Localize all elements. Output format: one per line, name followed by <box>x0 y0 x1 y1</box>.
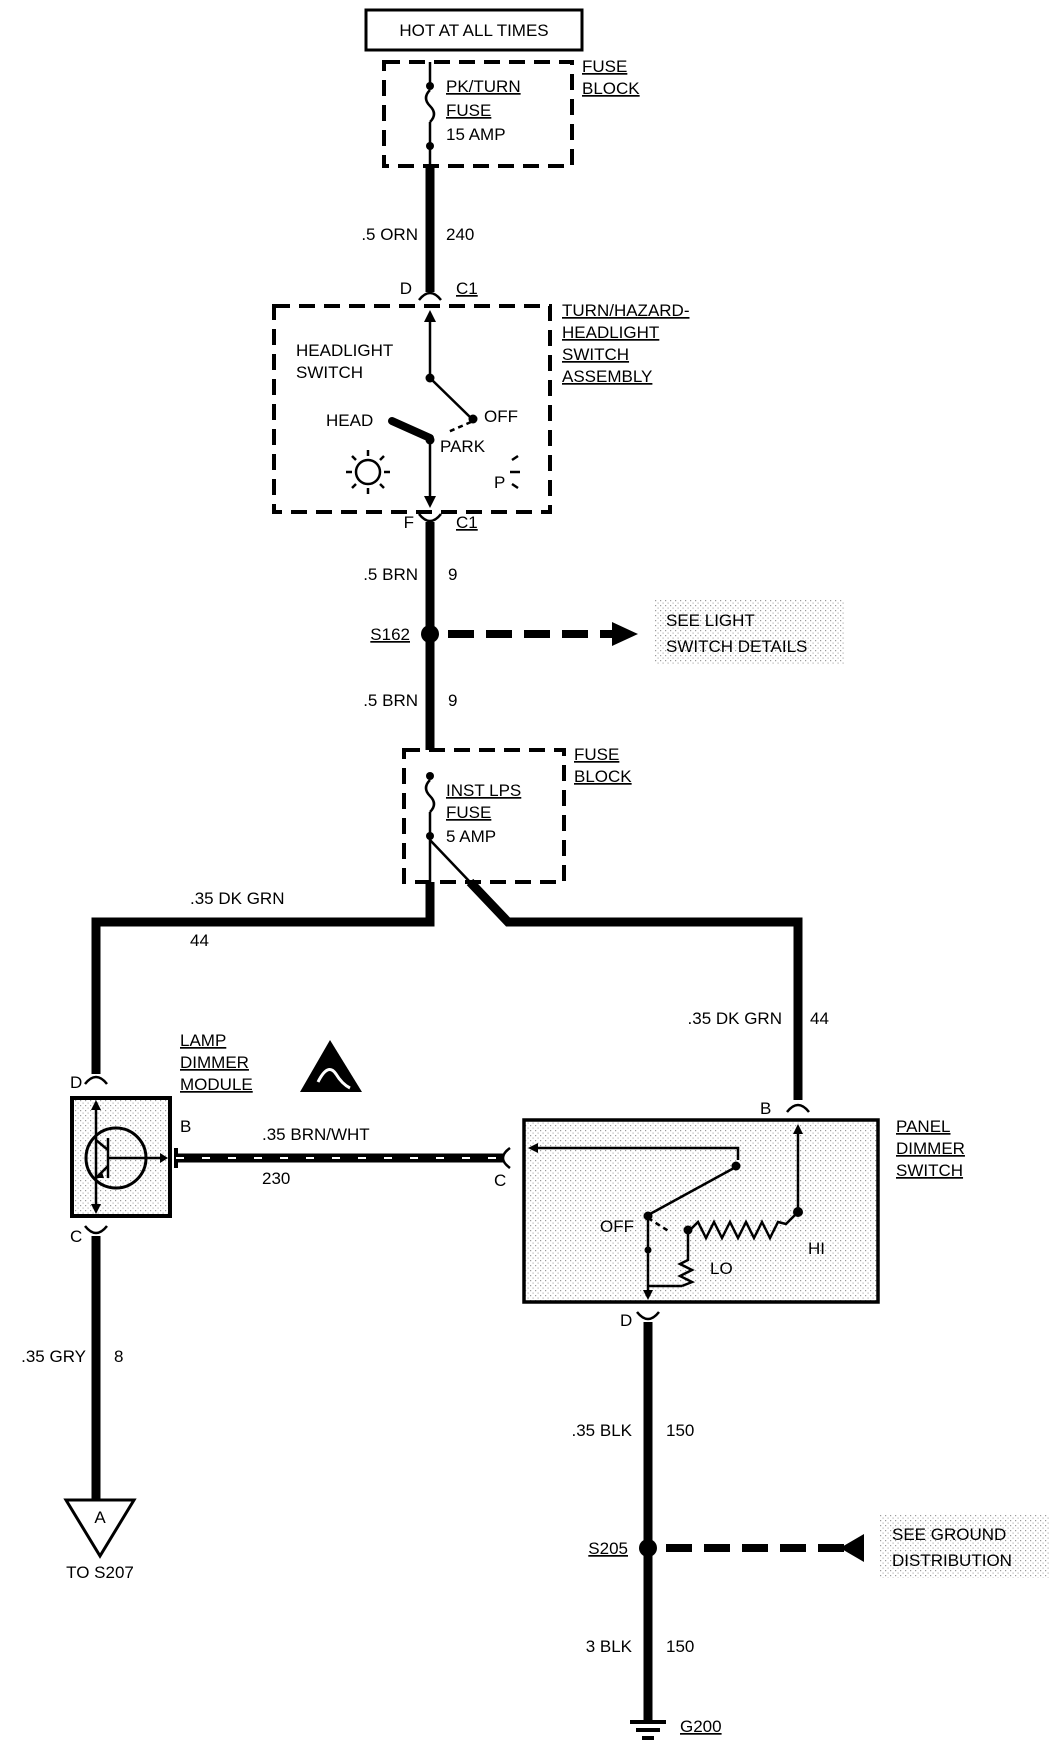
splice-s162 <box>421 625 439 643</box>
panel-position-hi: HI <box>808 1239 825 1258</box>
inst-lps-fuse-rating: 5 AMP <box>446 827 496 846</box>
wire-9-gauge-lower: .5 BRN <box>363 691 418 710</box>
connector-c1-bottom <box>418 513 442 523</box>
assembly-label-2: HEADLIGHT <box>562 323 659 342</box>
wire-44-left <box>91 882 435 1074</box>
panel-dimmer-pin-d: D <box>620 1311 632 1330</box>
inst-lps-fuse-line2: FUSE <box>446 803 491 822</box>
wire-150-circuit: 150 <box>666 1421 694 1440</box>
conn-c1-bottom: C1 <box>456 513 478 532</box>
conn-c1-top: C1 <box>456 279 478 298</box>
see-light-arrow <box>612 622 638 646</box>
power-source-label: HOT AT ALL TIMES <box>399 21 548 40</box>
see-ground-line1: SEE GROUND <box>892 1525 1006 1544</box>
see-light-box <box>654 600 844 664</box>
connector-a-triangle <box>63 1498 137 1559</box>
splice-s205-label: S205 <box>588 1539 628 1558</box>
see-light-line1: SEE LIGHT <box>666 611 755 630</box>
pk-turn-fuse-line2: FUSE <box>446 101 491 120</box>
power-source-box: HOT AT ALL TIMES <box>364 8 584 52</box>
fuse-block-label-lower-2: BLOCK <box>574 767 632 786</box>
assembly-label-4: ASSEMBLY <box>562 367 652 386</box>
lamp-dimmer-pin-b: B <box>180 1117 191 1136</box>
fuse-block-inst-lps: INST LPS FUSE 5 AMP <box>402 748 566 884</box>
panel-dimmer-pin-c: C <box>494 1171 506 1190</box>
headlight-switch-assembly: HEADLIGHT SWITCH HEAD OFF PARK P <box>272 304 552 514</box>
position-p: P <box>494 473 505 492</box>
connector-c1-top <box>418 291 442 301</box>
lamp-dimmer-label-3: MODULE <box>180 1075 253 1094</box>
wire-44-left-circuit: 44 <box>190 931 209 950</box>
lamp-dimmer-pin-c: C <box>70 1227 82 1246</box>
see-light-line2: SWITCH DETAILS <box>666 637 807 656</box>
conn-f: F <box>404 513 414 532</box>
assembly-label-3: SWITCH <box>562 345 629 364</box>
lamp-dimmer-module <box>70 1096 172 1218</box>
headlamp-icon <box>346 450 390 494</box>
panel-dimmer-pin-c-connector <box>501 1146 511 1170</box>
wire-230-circuit: 230 <box>262 1169 290 1188</box>
pk-turn-fuse-line1: PK/TURN <box>446 77 521 96</box>
headlight-switch-label-2: SWITCH <box>296 363 363 382</box>
wire-150b-gauge: 3 BLK <box>586 1637 633 1656</box>
panel-position-off: OFF <box>600 1217 634 1236</box>
position-park: PARK <box>440 437 486 456</box>
splice-s205 <box>639 1539 657 1557</box>
see-ground-arrow <box>840 1534 864 1562</box>
splice-s162-label: S162 <box>370 625 410 644</box>
lamp-dimmer-pin-d-connector <box>84 1075 108 1085</box>
wire-8-gauge: .35 GRY <box>21 1347 86 1366</box>
esd-warning-icon <box>300 1040 362 1092</box>
headlight-switch-label-1: HEADLIGHT <box>296 341 393 360</box>
fuse-block-label-top-1: FUSE <box>582 57 627 76</box>
wire-8-circuit: 8 <box>114 1347 123 1366</box>
see-ground-box <box>880 1514 1050 1578</box>
inst-lps-fuse-line1: INST LPS <box>446 781 521 800</box>
panel-dimmer-pin-b: B <box>760 1099 771 1118</box>
wire-240-circuit: 240 <box>446 225 474 244</box>
wire-230-gauge: .35 BRN/WHT <box>262 1125 370 1144</box>
lamp-dimmer-pin-c-connector <box>84 1225 108 1235</box>
panel-dimmer-label-3: SWITCH <box>896 1161 963 1180</box>
wire-9-circuit-lower: 9 <box>448 691 457 710</box>
assembly-label-1: TURN/HAZARD- <box>562 301 690 320</box>
see-ground-line2: DISTRIBUTION <box>892 1551 1012 1570</box>
panel-dimmer-label-2: DIMMER <box>896 1139 965 1158</box>
position-head: HEAD <box>326 411 373 430</box>
wire-44-right-circuit: 44 <box>810 1009 829 1028</box>
connector-a-label: A <box>94 1508 106 1527</box>
wire-150-gauge: .35 BLK <box>572 1421 633 1440</box>
conn-d-top: D <box>400 279 412 298</box>
wire-9-gauge-upper: .5 BRN <box>363 565 418 584</box>
wire-44-right-gauge: .35 DK GRN <box>688 1009 782 1028</box>
wire-150b-circuit: 150 <box>666 1637 694 1656</box>
panel-dimmer-pin-d-connector <box>636 1311 660 1321</box>
fuse-block-top: PK/TURN FUSE 15 AMP <box>382 60 574 168</box>
position-off: OFF <box>484 407 518 426</box>
lamp-dimmer-label-2: DIMMER <box>180 1053 249 1072</box>
pk-turn-fuse-rating: 15 AMP <box>446 125 506 144</box>
to-s207-label: TO S207 <box>66 1563 134 1582</box>
panel-position-lo: LO <box>710 1259 733 1278</box>
wire-44-right <box>466 878 803 1100</box>
panel-dimmer-label-1: PANEL <box>896 1117 951 1136</box>
ground-symbol <box>630 1720 666 1740</box>
wire-240-gauge: .5 ORN <box>361 225 418 244</box>
ground-g200-label: G200 <box>680 1717 722 1736</box>
wire-9-circuit-upper: 9 <box>448 565 457 584</box>
wire-44-left-gauge: .35 DK GRN <box>190 889 284 908</box>
lamp-dimmer-pin-d: D <box>70 1073 82 1092</box>
fuse-block-label-top-2: BLOCK <box>582 79 640 98</box>
park-lamp-icon <box>510 454 520 490</box>
lamp-dimmer-label-1: LAMP <box>180 1031 226 1050</box>
panel-dimmer-pin-b-connector <box>786 1103 810 1113</box>
panel-dimmer-switch: OFF LO HI <box>522 1118 880 1304</box>
fuse-block-label-lower-1: FUSE <box>574 745 619 764</box>
